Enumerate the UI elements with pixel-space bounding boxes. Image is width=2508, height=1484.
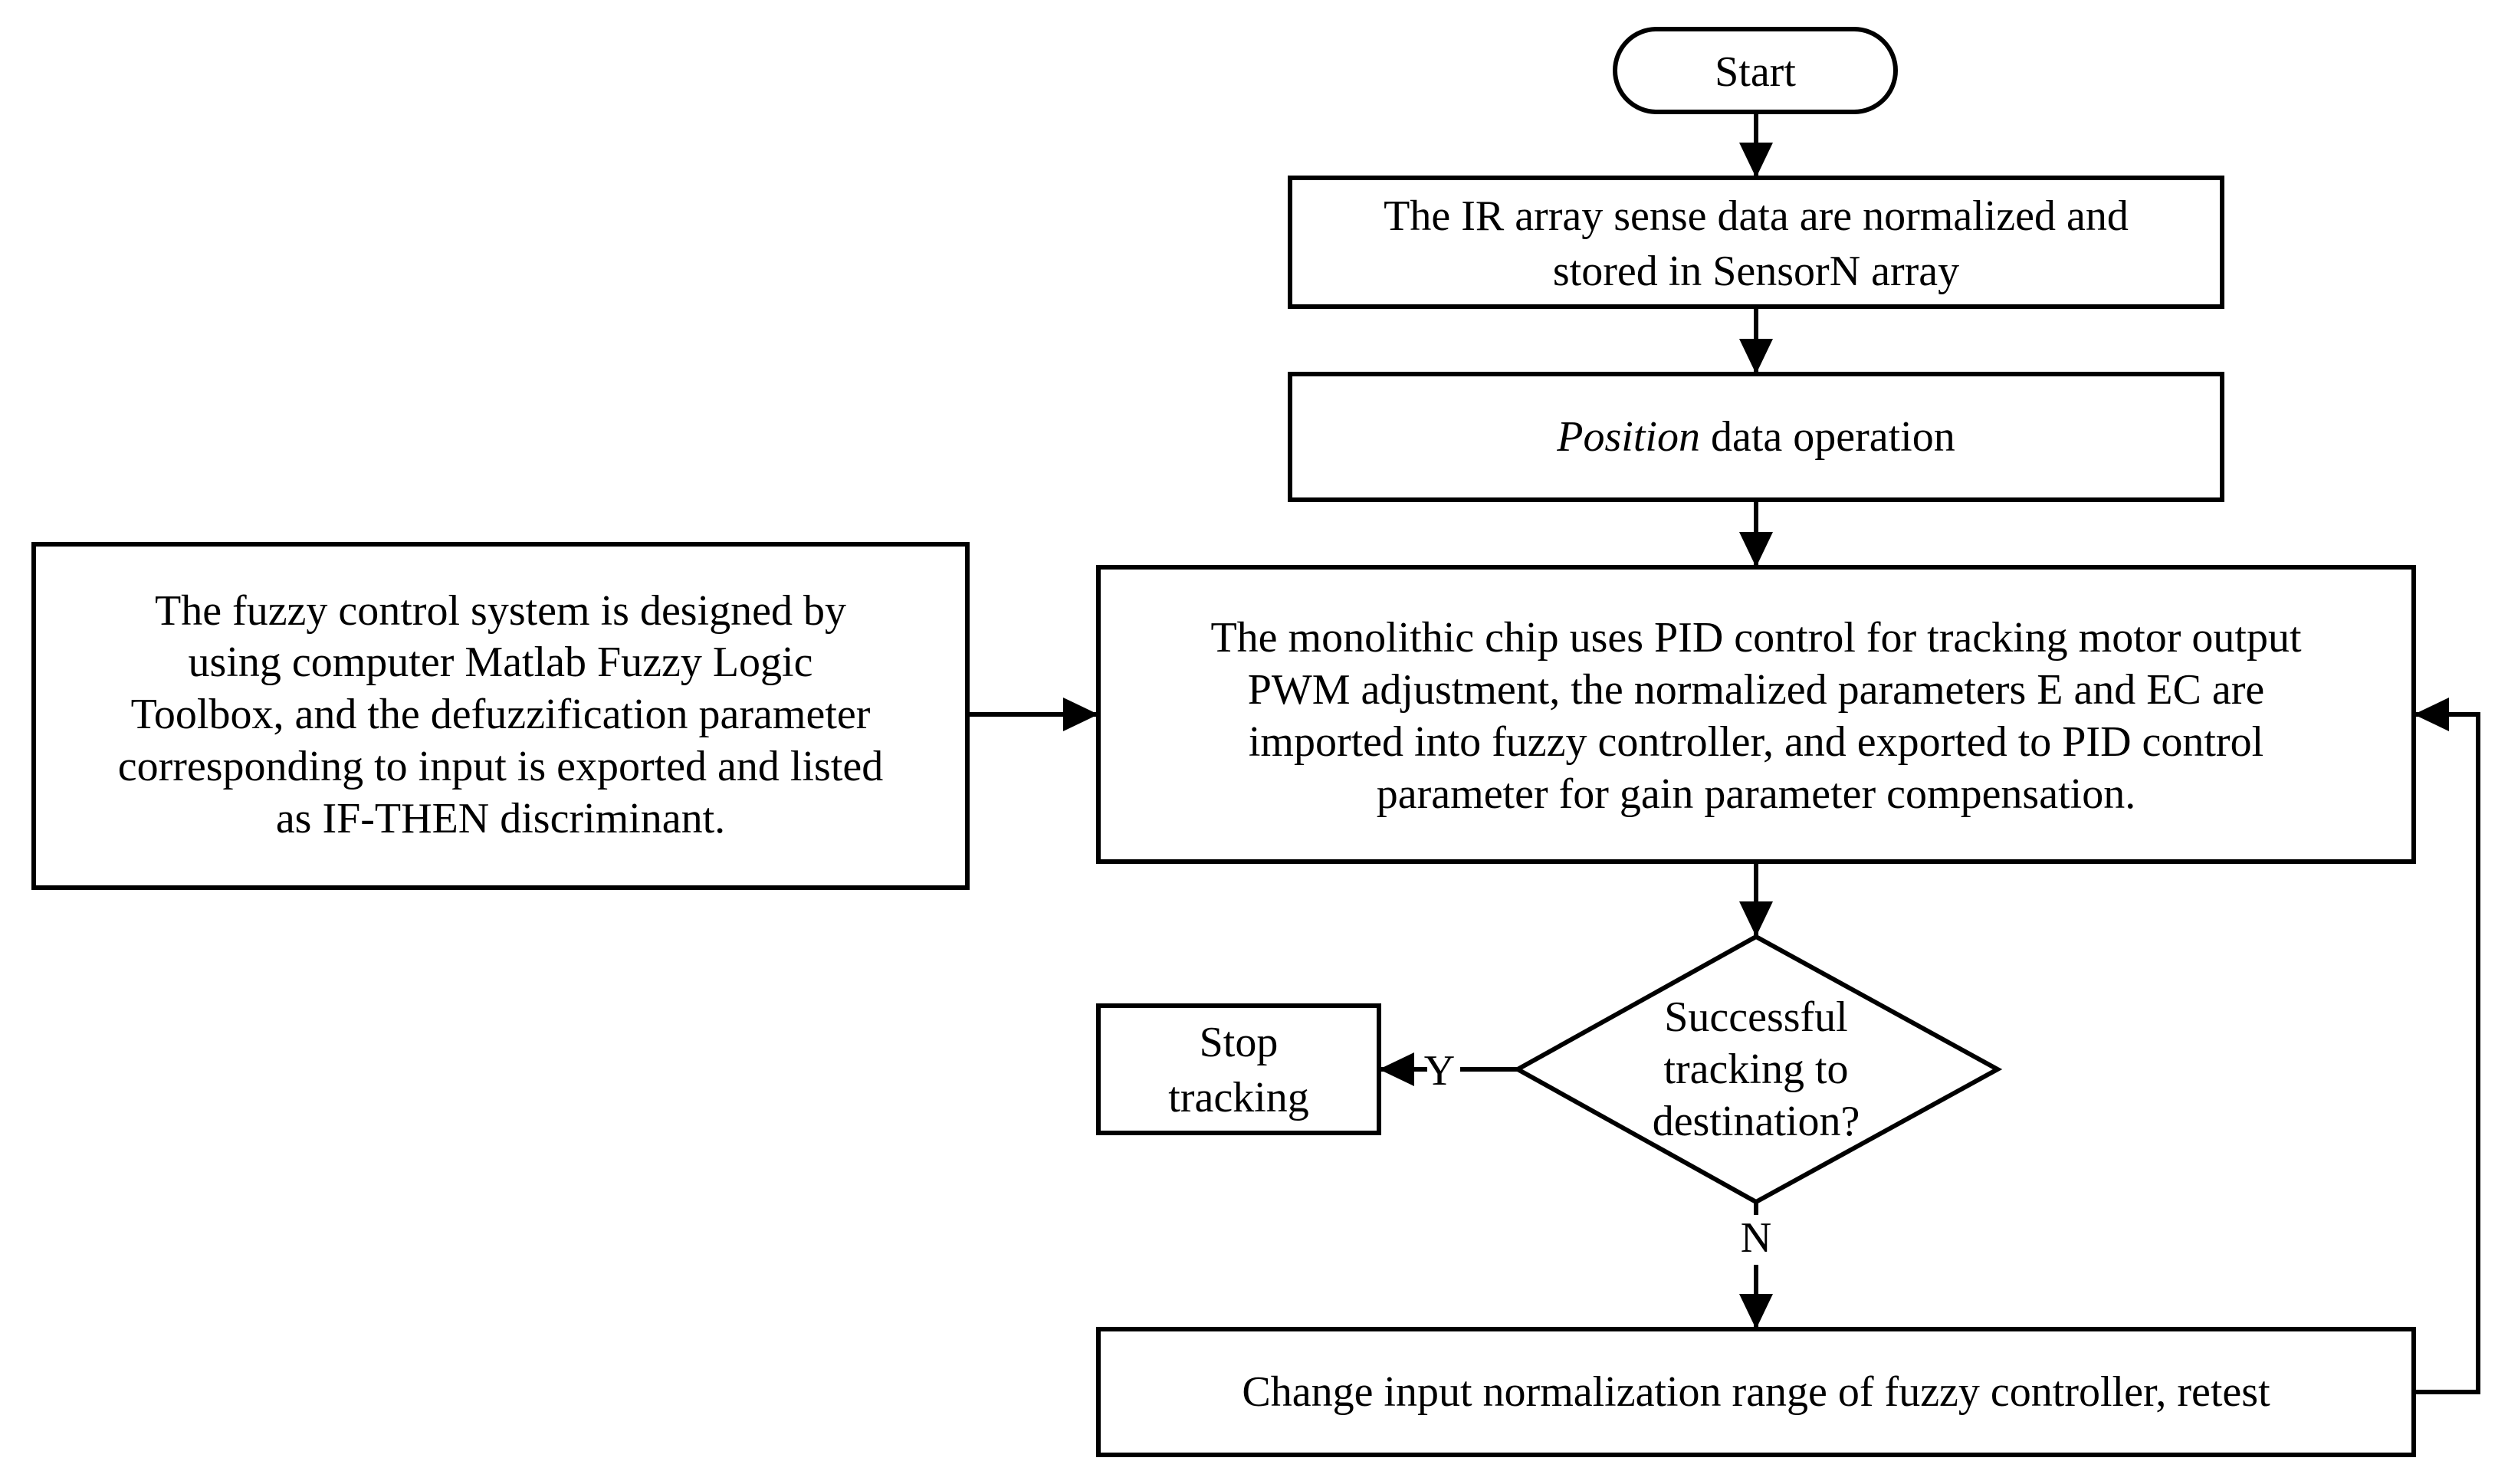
- node-fuzzy-design: The fuzzy control system is designed by …: [31, 542, 970, 890]
- node-normalize: The IR array sense data are normalized a…: [1288, 176, 2224, 309]
- node-start-label: Start: [1715, 48, 1796, 96]
- node-pid-control-line-4: parameter for gain parameter compensatio…: [1377, 770, 2135, 818]
- edge-label-no: N: [1741, 1214, 1771, 1262]
- node-decision-line-1: Successful: [1664, 993, 1848, 1041]
- node-decision-line-3: destination?: [1653, 1098, 1860, 1145]
- edge-change-loop-back: [2414, 698, 2480, 1394]
- node-position-label: Position data operation: [1556, 413, 1955, 461]
- node-position-italic: Position: [1556, 413, 1700, 461]
- node-change-range-label: Change input normalization range of fuzz…: [1242, 1368, 2270, 1416]
- node-pid-control-line-3: imported into fuzzy controller, and expo…: [1249, 718, 2263, 766]
- node-pid-control: The monolithic chip uses PID control for…: [1096, 565, 2416, 864]
- node-normalize-line-2: stored in SensorN array: [1553, 248, 1959, 295]
- node-fuzzy-design-line-1: The fuzzy control system is designed by: [155, 587, 846, 635]
- node-stop-line-1: Stop: [1200, 1019, 1279, 1066]
- node-position: Position data operation: [1288, 372, 2224, 502]
- node-pid-control-line-1: The monolithic chip uses PID control for…: [1210, 614, 2302, 662]
- node-fuzzy-design-line-4: corresponding to input is exported and l…: [118, 743, 883, 790]
- edge-label-yes: Y: [1424, 1047, 1455, 1095]
- node-normalize-line-1: The IR array sense data are normalized a…: [1384, 192, 2129, 240]
- node-change-range: Change input normalization range of fuzz…: [1096, 1327, 2416, 1457]
- node-position-rest: data operation: [1700, 413, 1955, 461]
- node-fuzzy-design-line-2: using computer Matlab Fuzzy Logic: [189, 639, 813, 686]
- node-decision-line-2: tracking to: [1663, 1046, 1848, 1093]
- node-stop-line-2: tracking: [1168, 1074, 1308, 1121]
- node-pid-control-line-2: PWM adjustment, the normalized parameter…: [1248, 666, 2264, 714]
- node-decision: Successful tracking to destination?: [1512, 934, 2003, 1205]
- edges: [967, 112, 2480, 1394]
- node-fuzzy-design-line-3: Toolbox, and the defuzzification paramet…: [131, 691, 871, 738]
- node-start: Start: [1613, 27, 1898, 114]
- node-stop: Stop tracking: [1096, 1003, 1381, 1135]
- node-fuzzy-design-line-5: as IF-THEN discriminant.: [276, 795, 725, 842]
